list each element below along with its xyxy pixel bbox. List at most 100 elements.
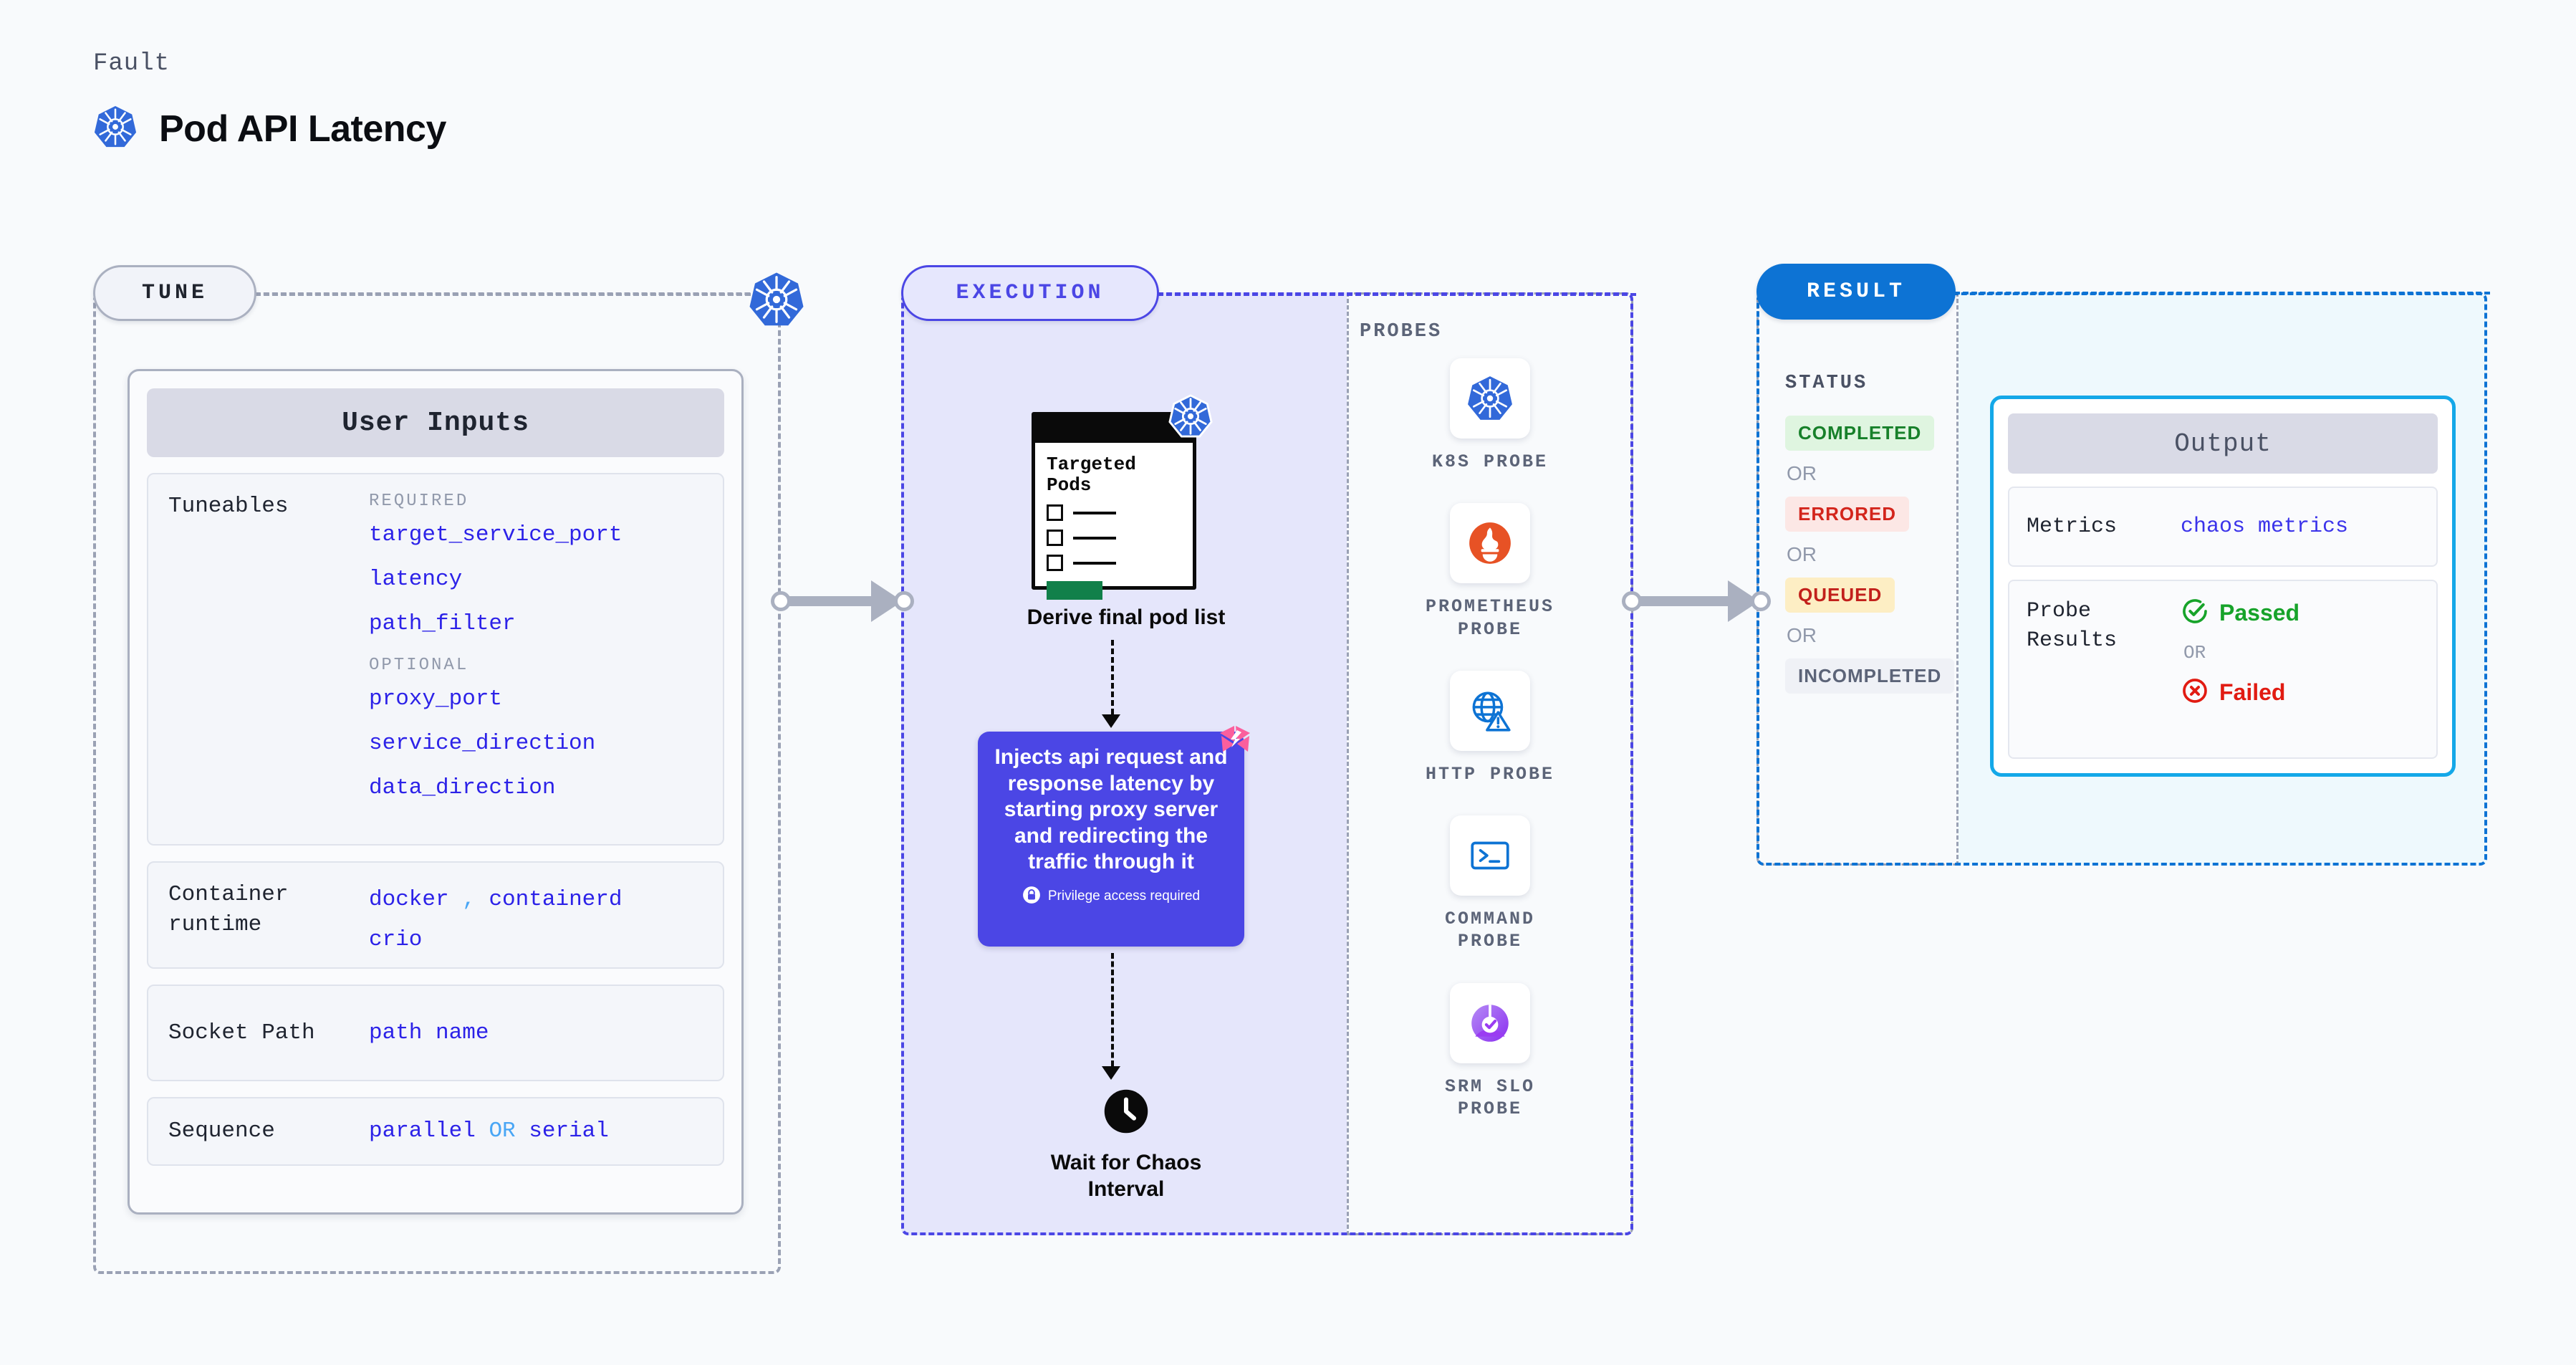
tuneable-item[interactable]: latency <box>369 567 463 592</box>
tuneable-item[interactable]: path_filter <box>369 611 516 636</box>
connector-endpoint <box>771 591 791 611</box>
status-or: OR <box>1787 462 1817 484</box>
metrics-label: Metrics <box>2027 514 2118 539</box>
stage-pill-execution[interactable]: EXECUTION <box>901 265 1159 321</box>
stage-pill-result[interactable]: RESULT <box>1756 264 1956 320</box>
metrics-block: Metrics chaos metrics <box>2008 487 2438 567</box>
failed-label: Failed <box>2219 679 2286 705</box>
title-row: Pod API Latency <box>93 105 446 153</box>
status-title: STATUS <box>1785 373 1868 394</box>
connector-endpoint <box>1751 591 1771 611</box>
lock-icon <box>1022 886 1041 908</box>
container-runtime-label: Container runtime <box>168 882 289 937</box>
user-inputs-title: User Inputs <box>147 388 724 457</box>
page-header: Fault Pod API Latency <box>93 50 446 153</box>
kubernetes-icon <box>1450 358 1530 439</box>
connector-shaft <box>1632 596 1739 606</box>
result-connector-line <box>1954 292 2490 294</box>
tuneable-item[interactable]: target_service_port <box>369 522 623 547</box>
kubernetes-icon <box>748 271 805 328</box>
passed-label: Passed <box>2219 600 2300 626</box>
status-list: COMPLETED OR ERRORED OR QUEUED OR INCOMP… <box>1785 416 1955 694</box>
probe-item-prometheus[interactable]: PROMETHEUS PROBE <box>1347 503 1633 641</box>
separator: OR <box>489 1119 516 1144</box>
globe-warning-icon <box>1450 670 1530 751</box>
container-runtime-block: Container runtime docker , containerd cr… <box>147 861 724 969</box>
status-or: OR <box>1787 624 1817 646</box>
runtime-value[interactable]: docker <box>369 887 449 912</box>
checkbox-icon <box>1047 555 1063 572</box>
stage-pill-tune[interactable]: TUNE <box>93 265 256 321</box>
status-badge: ERRORED <box>1785 497 1910 532</box>
separator: , <box>462 887 476 912</box>
probe-label: COMMAND PROBE <box>1444 909 1536 952</box>
flow-connector <box>1111 640 1114 714</box>
sequence-value[interactable]: serial <box>529 1119 609 1144</box>
privilege-note: Privilege access required <box>994 886 1229 908</box>
chaos-logo-icon <box>1216 723 1254 762</box>
connector-shaft <box>781 596 883 606</box>
probe-results-or: OR <box>2183 642 2206 664</box>
tuneable-item[interactable]: proxy_port <box>369 686 503 712</box>
probe-label: SRM SLO PROBE <box>1444 1076 1536 1119</box>
probe-results-block: Probe Results Passed OR <box>2008 580 2438 759</box>
probe-result-failed: Failed <box>2181 676 2419 709</box>
fault-kicker: Fault <box>93 50 170 77</box>
checkbox-icon <box>1047 530 1063 547</box>
probe-item-k8s[interactable]: K8S PROBE <box>1347 358 1633 473</box>
card-titlebar <box>1035 416 1193 443</box>
connector-endpoint <box>894 591 914 611</box>
required-caption: REQUIRED <box>369 492 469 511</box>
clock-icon <box>1102 1088 1150 1135</box>
targeted-pods-card: Targeted Pods <box>1032 394 1213 600</box>
optional-caption: OPTIONAL <box>369 656 469 675</box>
srm-slo-icon <box>1450 982 1530 1063</box>
wait-label-line1: Wait for Chaos <box>1050 1151 1202 1174</box>
tuneable-item[interactable]: service_direction <box>369 731 596 756</box>
socket-path-label: Socket Path <box>168 1020 315 1045</box>
probe-item-http[interactable]: HTTP PROBE <box>1347 670 1633 785</box>
kubernetes-icon <box>93 105 138 153</box>
wait-label-line2: Interval <box>1087 1177 1165 1201</box>
sequence-label: Sequence <box>168 1119 275 1144</box>
runtime-value[interactable]: crio <box>369 926 423 952</box>
tuneable-item[interactable]: data_direction <box>369 775 556 800</box>
status-badge: COMPLETED <box>1785 416 1935 451</box>
tune-connector-line <box>255 293 785 296</box>
output-title: Output <box>2008 413 2438 474</box>
line-placeholder <box>1073 561 1116 565</box>
derive-pod-list-label: Derive final pod list <box>1027 605 1226 629</box>
check-circle-icon <box>2181 597 2209 629</box>
list-item <box>1047 555 1181 572</box>
targeted-pods-title: Targeted <box>1047 454 1136 475</box>
sequence-block: Sequence parallel OR serial <box>147 1097 724 1166</box>
probe-item-command[interactable]: COMMAND PROBE <box>1347 815 1633 953</box>
probe-results-label: Probe Results <box>2027 599 2118 653</box>
metrics-value[interactable]: chaos metrics <box>2181 514 2349 539</box>
sequence-value[interactable]: parallel <box>369 1119 476 1144</box>
list-item <box>1047 504 1181 522</box>
socket-path-value[interactable]: path name <box>369 1020 489 1045</box>
arrowhead-icon <box>1102 714 1120 728</box>
execution-connector-line <box>1158 293 1636 296</box>
x-circle-icon <box>2181 676 2209 709</box>
tuneables-block: Tuneables REQUIRED target_service_port l… <box>147 473 724 846</box>
probe-item-srm-slo[interactable]: SRM SLO PROBE <box>1347 982 1633 1121</box>
inject-latency-card: Injects api request and response latency… <box>978 726 1250 947</box>
user-inputs-card: User Inputs Tuneables REQUIRED target_se… <box>128 369 744 1215</box>
targeted-pods-title-2: Pods <box>1047 474 1092 497</box>
status-or: OR <box>1787 543 1817 565</box>
status-badge: INCOMPLETED <box>1785 658 1955 694</box>
line-placeholder <box>1073 511 1116 514</box>
probes-title: PROBES <box>1360 321 1443 343</box>
tuneables-label: Tuneables <box>168 494 289 519</box>
kubernetes-icon <box>1168 394 1213 439</box>
output-card: Output Metrics chaos metrics Probe Resul… <box>1990 396 2456 777</box>
line-placeholder <box>1073 536 1116 540</box>
connector-endpoint <box>1622 591 1642 611</box>
page-title: Pod API Latency <box>159 107 446 150</box>
runtime-value[interactable]: containerd <box>489 887 623 912</box>
connector-execution-to-result <box>1622 580 1772 622</box>
probes-list: K8S PROBE PROMETHEUS PROBE <box>1347 358 1633 1150</box>
status-badge: QUEUED <box>1785 578 1895 613</box>
